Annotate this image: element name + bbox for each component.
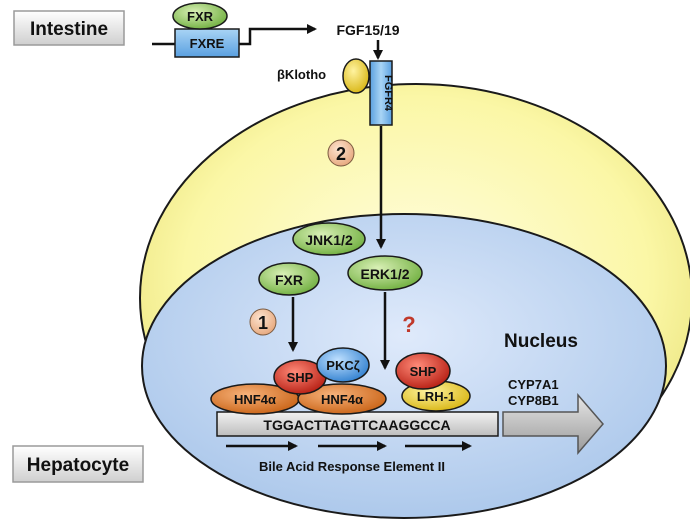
lrh1-label: LRH-1 bbox=[417, 389, 455, 404]
hepatocyte-label-box: Hepatocyte bbox=[12, 445, 144, 483]
erk-label: ERK1/2 bbox=[360, 266, 409, 282]
hnf4a-right: HNF4α bbox=[297, 383, 387, 415]
hnf4a-right-label: HNF4α bbox=[321, 392, 363, 407]
klotho-receptor bbox=[342, 58, 370, 94]
klotho-label: βKlotho bbox=[277, 67, 326, 82]
fxre-element: FXRE bbox=[174, 28, 240, 58]
fxr-intestine-label: FXR bbox=[187, 9, 214, 24]
cyp7a1-label: CYP7A1 bbox=[508, 377, 559, 392]
fxre-label: FXRE bbox=[190, 36, 225, 51]
erk-protein: ERK1/2 bbox=[347, 255, 423, 291]
cyp8b1-label: CYP8B1 bbox=[508, 393, 559, 408]
pkc-zeta-label: PKCζ bbox=[326, 358, 359, 373]
fxr-hepatocyte: FXR bbox=[258, 262, 320, 296]
fgfr4-label: FGFR4 bbox=[382, 75, 394, 112]
hepatocyte-label: Hepatocyte bbox=[27, 455, 129, 476]
shp-right-label: SHP bbox=[410, 364, 437, 379]
shp-left-label: SHP bbox=[287, 370, 314, 385]
step-1-badge: 1 bbox=[249, 308, 277, 336]
hnf4a-left-label: HNF4α bbox=[234, 392, 276, 407]
bare-label: Bile Acid Response Element II bbox=[259, 459, 445, 474]
dna-strand: TGGACTTAGTTCAAGGCCA bbox=[216, 411, 499, 437]
jnk-label: JNK1/2 bbox=[305, 232, 353, 248]
shp-right: SHP bbox=[395, 352, 451, 390]
fxr-hepatocyte-label: FXR bbox=[275, 272, 303, 288]
intestine-label-box: Intestine bbox=[13, 10, 125, 46]
jnk-protein: JNK1/2 bbox=[292, 222, 366, 256]
intestine-label: Intestine bbox=[30, 19, 108, 40]
step-2-label: 2 bbox=[336, 144, 346, 164]
nucleus-label: Nucleus bbox=[504, 331, 578, 352]
step-1-label: 1 bbox=[258, 313, 268, 333]
fgfr4-receptor: FGFR4 bbox=[369, 60, 394, 126]
step-2-badge: 2 bbox=[327, 139, 355, 167]
dna-sequence: TGGACTTAGTTCAAGGCCA bbox=[263, 417, 450, 433]
question-mark: ? bbox=[402, 312, 415, 337]
hnf4a-left: HNF4α bbox=[210, 383, 300, 415]
fgf-label: FGF15/19 bbox=[336, 22, 399, 38]
pkc-zeta: PKCζ bbox=[316, 347, 370, 383]
gene-transcription-arrow bbox=[502, 392, 604, 456]
fxr-intestine: FXR bbox=[172, 2, 228, 30]
